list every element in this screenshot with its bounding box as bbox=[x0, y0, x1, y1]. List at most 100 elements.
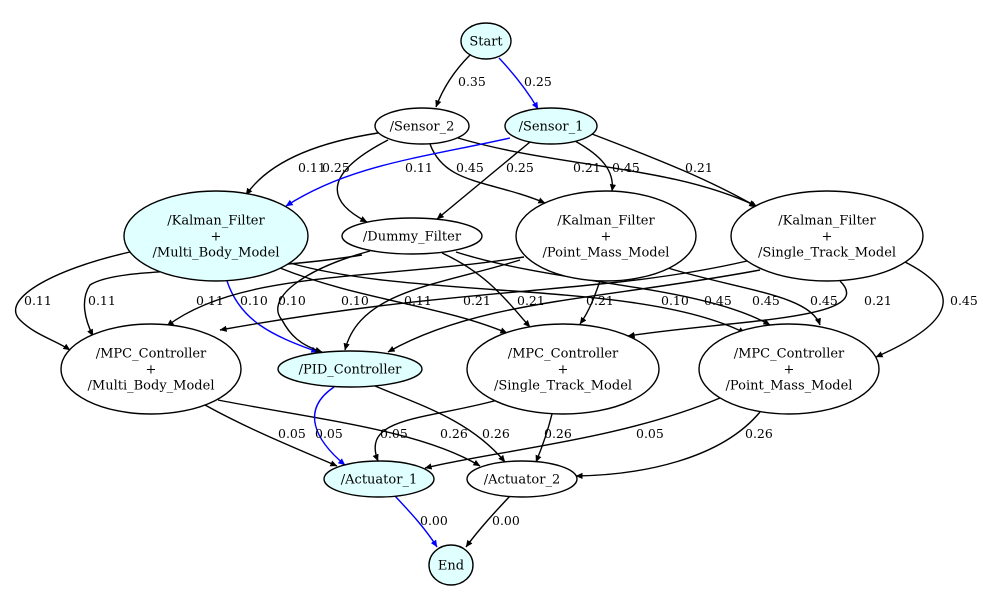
edge-sensor-1-to-dummy bbox=[436, 141, 531, 220]
node-shape-kf-stm bbox=[730, 190, 924, 282]
node-label-kf-pmm-line-2: /Point_Mass_Model bbox=[543, 246, 670, 261]
edge-kf-mbm-to-mpc-mbm bbox=[14, 251, 131, 351]
edge-label-kf-mbm-to-pid: 0.10 bbox=[240, 293, 268, 308]
edge-label-act-1-to-end: 0.00 bbox=[420, 513, 448, 528]
edge-label-kf-stm-to-mpc-stm: 0.21 bbox=[864, 293, 892, 308]
node-shape-end bbox=[428, 544, 474, 586]
node-label-kf-pmm-line-0: /Kalman_Filter bbox=[557, 214, 655, 229]
edge-label-sensor-1-to-kf-stm: 0.21 bbox=[685, 160, 713, 175]
edge-label-dummy-to-mpc-pmm: 0.45 bbox=[752, 293, 780, 308]
node-label-sensor-2-line-0: /Sensor_2 bbox=[390, 120, 455, 135]
edge-kf-stm-to-mpc-mbm bbox=[219, 260, 748, 332]
edge-label-kf-mbm-to-mpc-pmm: 0.45 bbox=[704, 293, 732, 308]
edge-start-to-sensor-1 bbox=[498, 57, 539, 110]
node-shape-kf-pmm bbox=[515, 190, 697, 282]
node-label-end-line-0: End bbox=[438, 559, 464, 574]
edge-label-mpc-pmm-to-act-1: 0.05 bbox=[636, 426, 664, 441]
edge-label-pid-to-act-2: 0.26 bbox=[482, 426, 510, 441]
edge-label-kf-pmm-to-mpc-pmm: 0.45 bbox=[810, 293, 838, 308]
edge-label-dummy-to-mpc-stm: 0.21 bbox=[517, 293, 545, 308]
edge-kf-stm-to-pid bbox=[387, 269, 761, 353]
edge-kf-mbm-to-mpc-stm bbox=[279, 267, 508, 334]
edge-kf-pmm-to-mpc-pmm bbox=[667, 267, 821, 326]
node-label-mpc-stm-line-1: + bbox=[558, 363, 569, 378]
node-shape-pid bbox=[277, 350, 423, 388]
node-kf-stm: /Kalman_Filter+/Single_Track_Model bbox=[730, 190, 924, 282]
node-shape-mpc-stm bbox=[466, 323, 660, 415]
edge-label-mpc-stm-to-act-1: 0.05 bbox=[380, 426, 408, 441]
node-kf-pmm: /Kalman_Filter+/Point_Mass_Model bbox=[515, 190, 697, 282]
edge-label-act-2-to-end: 0.00 bbox=[492, 513, 520, 528]
edge-label-mpc-pmm-to-act-2: 0.26 bbox=[745, 426, 773, 441]
node-label-kf-mbm-line-1: + bbox=[211, 230, 222, 245]
node-shape-sensor-2 bbox=[374, 107, 470, 145]
node-sensor-2: /Sensor_2 bbox=[374, 107, 470, 145]
node-shape-act-2 bbox=[466, 460, 578, 498]
node-label-kf-mbm-line-0: /Kalman_Filter bbox=[167, 214, 265, 229]
edge-sensor-1-to-kf-mbm bbox=[285, 137, 511, 207]
edge-mpc-mbm-to-act-2 bbox=[217, 399, 481, 467]
node-mpc-pmm: /MPC_Controller+/Point_Mass_Model bbox=[698, 323, 880, 415]
edge-act-2-to-end bbox=[465, 495, 511, 548]
edge-label-dummy-to-mpc-mbm: 0.11 bbox=[88, 293, 116, 308]
edge-label-sensor-1-to-kf-mbm: 0.11 bbox=[405, 160, 433, 175]
edge-label-sensor-1-to-dummy: 0.25 bbox=[506, 160, 534, 175]
node-dummy: /Dummy_Filter bbox=[341, 217, 483, 255]
node-act-2: /Actuator_2 bbox=[466, 460, 578, 498]
edge-label-sensor-2-to-kf-pmm: 0.45 bbox=[456, 160, 484, 175]
edge-kf-mbm-to-pid bbox=[226, 280, 319, 353]
node-shape-mpc-mbm bbox=[60, 323, 242, 415]
edge-kf-mbm-to-mpc-pmm bbox=[289, 262, 746, 334]
edge-label-sensor-2-to-kf-stm: 0.21 bbox=[573, 160, 601, 175]
node-label-kf-pmm-line-1: + bbox=[601, 230, 612, 245]
node-end: End bbox=[428, 544, 474, 586]
node-shape-mpc-pmm bbox=[698, 323, 880, 415]
edge-label-pid-to-act-1: 0.05 bbox=[315, 426, 343, 441]
edge-mpc-stm-to-act-2 bbox=[535, 413, 553, 463]
edge-label-dummy-to-pid: 0.10 bbox=[278, 293, 306, 308]
edge-label-kf-pmm-to-mpc-mbm: 0.11 bbox=[196, 293, 224, 308]
nodes-layer: Start/Sensor_2/Sensor_1/Kalman_Filter+/M… bbox=[60, 22, 924, 586]
edge-mpc-pmm-to-act-1 bbox=[424, 397, 721, 470]
node-mpc-stm: /MPC_Controller+/Single_Track_Model bbox=[466, 323, 660, 415]
edge-kf-pmm-to-pid bbox=[343, 259, 521, 351]
edge-sensor-2-to-kf-stm bbox=[457, 137, 757, 207]
node-label-act-1-line-0: /Actuator_1 bbox=[341, 473, 417, 488]
node-shape-kf-mbm bbox=[123, 190, 309, 282]
node-label-kf-stm-line-1: + bbox=[822, 230, 833, 245]
edge-dummy-to-mpc-stm bbox=[441, 252, 531, 328]
edge-sensor-2-to-dummy bbox=[336, 139, 389, 223]
node-label-mpc-pmm-line-1: + bbox=[784, 363, 795, 378]
node-kf-mbm: /Kalman_Filter+/Multi_Body_Model bbox=[123, 190, 309, 282]
edge-label-mpc-stm-to-act-2: 0.26 bbox=[544, 426, 572, 441]
node-shape-act-1 bbox=[323, 460, 435, 498]
node-sensor-1: /Sensor_1 bbox=[504, 107, 598, 145]
edge-label-kf-mbm-to-mpc-stm: 0.21 bbox=[463, 293, 491, 308]
node-label-pid-line-0: /PID_Controller bbox=[299, 363, 403, 378]
edge-mpc-pmm-to-act-2 bbox=[575, 411, 761, 480]
node-label-start-line-0: Start bbox=[469, 35, 503, 50]
edge-label-mpc-mbm-to-act-2: 0.26 bbox=[440, 426, 468, 441]
edge-label-kf-mbm-to-mpc-mbm: 0.11 bbox=[24, 293, 52, 308]
node-label-mpc-pmm-line-2: /Point_Mass_Model bbox=[726, 379, 853, 394]
node-label-mpc-mbm-line-2: /Multi_Body_Model bbox=[88, 379, 215, 394]
node-label-mpc-stm-line-0: /MPC_Controller bbox=[508, 347, 619, 362]
node-label-mpc-mbm-line-0: /MPC_Controller bbox=[96, 347, 207, 362]
node-label-kf-stm-line-0: /Kalman_Filter bbox=[778, 214, 876, 229]
edge-kf-stm-to-mpc-stm bbox=[627, 280, 848, 339]
edge-label-kf-stm-to-pid: 0.10 bbox=[661, 293, 689, 308]
edge-label-kf-pmm-to-mpc-stm: 0.21 bbox=[586, 293, 614, 308]
node-label-kf-stm-line-2: /Single_Track_Model bbox=[758, 246, 896, 261]
edge-label-kf-pmm-to-pid: 0.10 bbox=[341, 293, 369, 308]
edge-act-1-to-end bbox=[394, 495, 438, 548]
edge-dummy-to-mpc-pmm bbox=[455, 251, 771, 326]
node-label-mpc-mbm-line-1: + bbox=[146, 363, 157, 378]
edge-sensor-1-to-kf-stm bbox=[591, 133, 758, 208]
node-start: Start bbox=[460, 22, 512, 60]
edge-label-kf-stm-to-mpc-mbm: 0.11 bbox=[404, 293, 432, 308]
edge-mpc-stm-to-act-1 bbox=[372, 397, 506, 462]
node-label-mpc-stm-line-2: /Single_Track_Model bbox=[494, 379, 632, 394]
edge-label-sensor-1-to-kf-pmm: 0.45 bbox=[612, 160, 640, 175]
